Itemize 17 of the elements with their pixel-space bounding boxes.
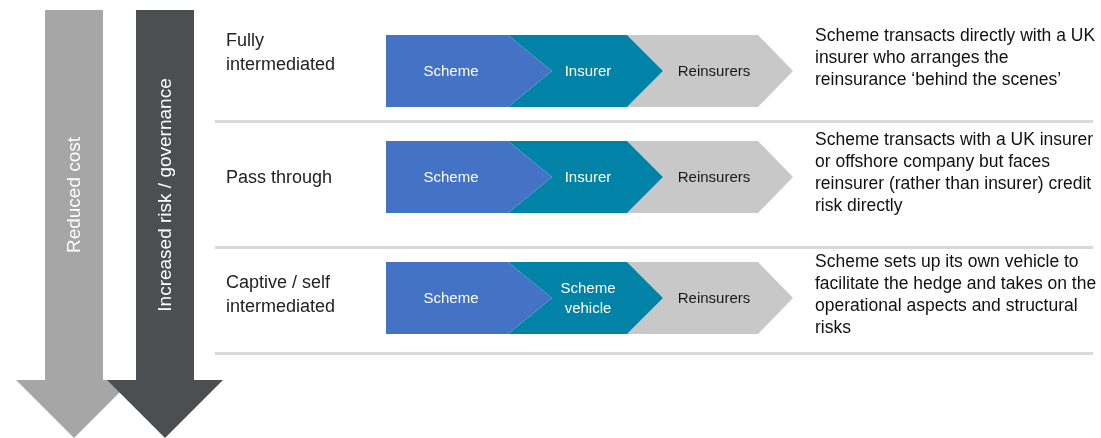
step-label: Insurer: [564, 61, 612, 81]
step-label: Scheme: [423, 288, 479, 308]
row-title: Captive / self intermediated: [226, 271, 337, 318]
step-label: Insurer: [564, 167, 612, 187]
arrow-label: Reduced cost: [61, 136, 85, 254]
row-title: Fully intermediated: [226, 29, 337, 76]
step-label: Reinsurers: [677, 167, 751, 187]
step-label: Reinsurers: [677, 61, 751, 81]
step-label: Scheme: [423, 167, 479, 187]
description-text: Scheme transacts directly with a UK insurer who arranges the reinsurance ‘behind the scenes’: [815, 24, 1097, 90]
description-text: Scheme sets up its own vehicle to facilitate the hedge and takes on the operational aspects and structural risks: [815, 250, 1097, 338]
arrow-label: Increased risk / governance: [152, 78, 176, 312]
row-title: Pass through: [226, 166, 334, 189]
step-label: Scheme vehicle: [559, 278, 617, 318]
step-label: Scheme: [423, 61, 479, 81]
description-text: Scheme transacts with a UK insurer or offshore company but faces reinsurer (rather than insurer) credit risk directly: [815, 128, 1095, 216]
step-label: Reinsurers: [677, 288, 751, 308]
